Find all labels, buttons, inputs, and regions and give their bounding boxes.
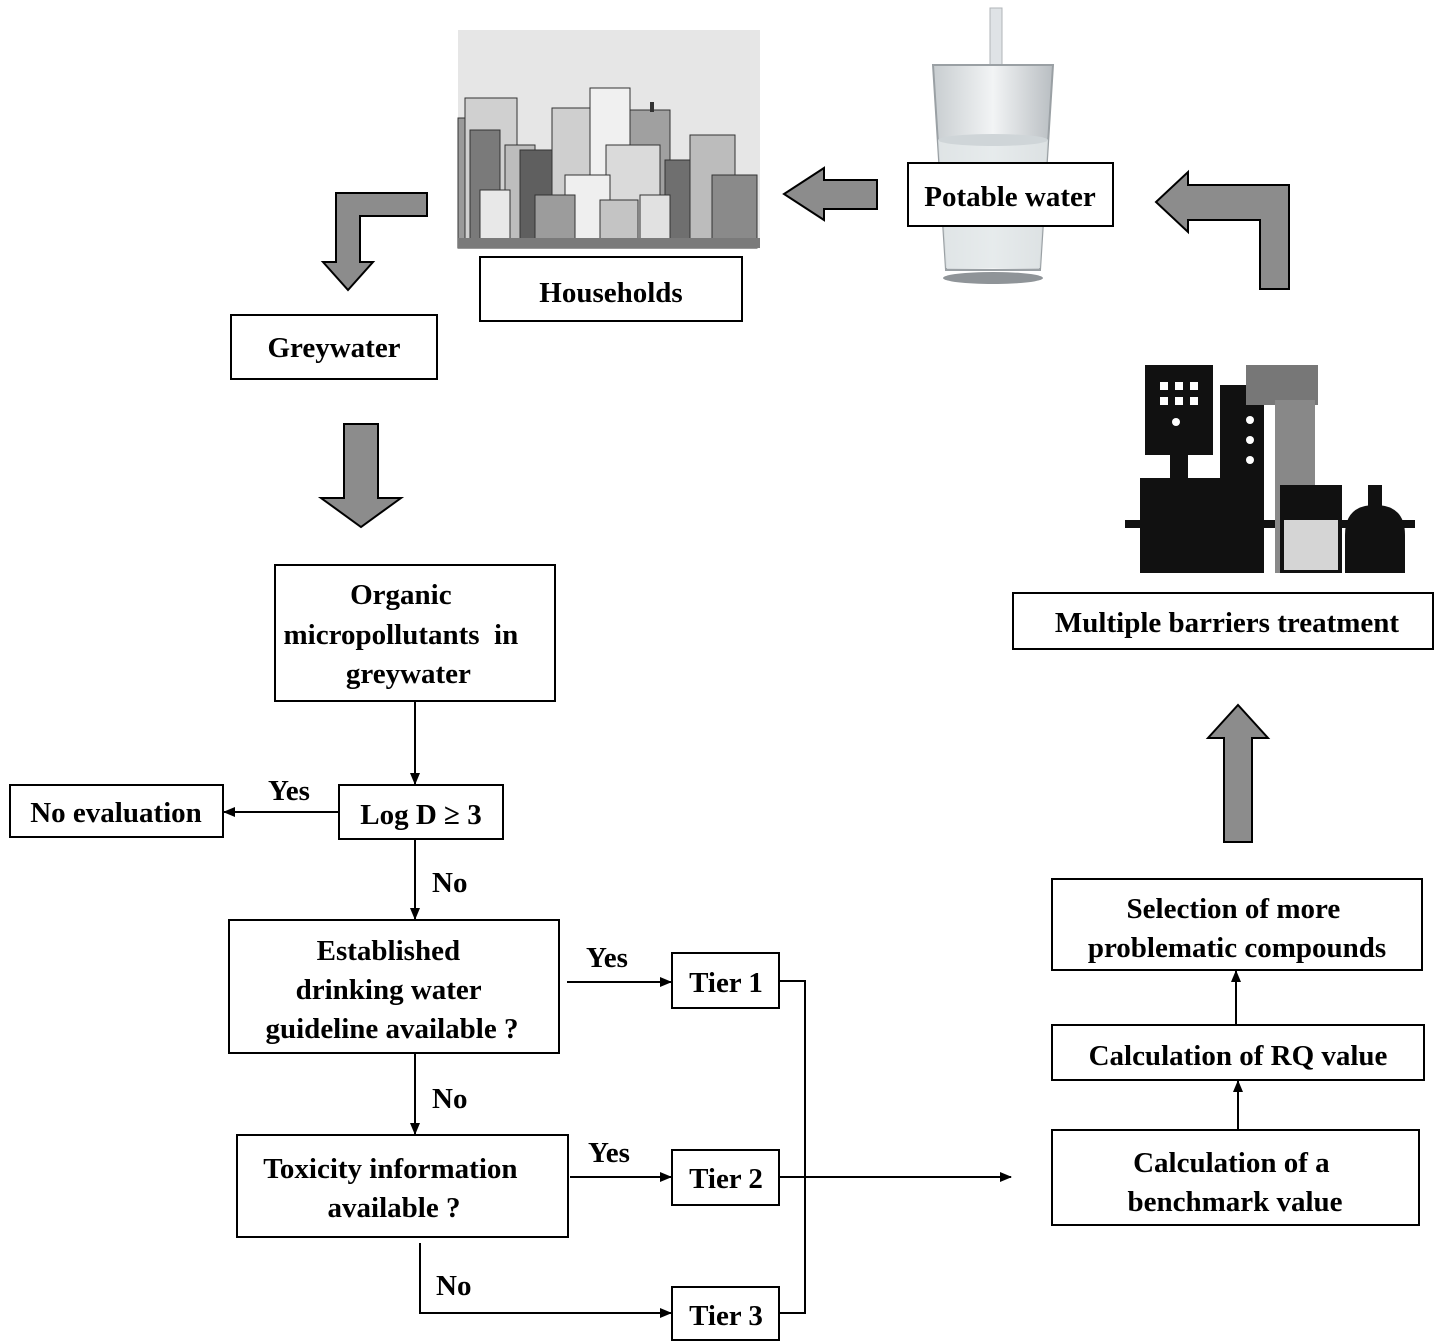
tier2-label: Tier 2 — [689, 1163, 763, 1195]
rq-value-box — [1051, 1024, 1425, 1081]
potable-water-box — [907, 162, 1114, 227]
potable-water-label: Potable water — [924, 181, 1096, 213]
benchmark-line-2: benchmark value — [1127, 1186, 1342, 1218]
rq-value-label: Calculation of RQ value — [1089, 1040, 1388, 1072]
greywater-down-arrow — [317, 423, 405, 529]
organic-micropollutants-label: Organic micropollutants in greywater — [284, 0, 555, 690]
households-to-greywater-arrow — [320, 192, 428, 292]
potable-to-households-arrow — [782, 166, 878, 222]
greywater-label: Greywater — [267, 332, 400, 364]
toxicity-info-box — [236, 1134, 569, 1238]
greywater-box — [230, 314, 438, 380]
benchmark-label: Calculation of a benchmark value — [1127, 1147, 1342, 1218]
tier1-box — [671, 952, 780, 1009]
tier1-label: Tier 1 — [689, 967, 763, 999]
toxicity-to-tier3-line — [419, 1243, 672, 1318]
glass-of-water-illustration — [931, 7, 1055, 284]
established-guideline-line-1: Established — [317, 935, 460, 967]
benchmark-box — [1051, 1129, 1420, 1226]
established-guideline-line-3: guideline available ? — [266, 1013, 519, 1045]
multiple-barriers-box — [1012, 592, 1434, 650]
tier3-box — [671, 1286, 780, 1341]
log-d-label: Log D ≥ 3 — [360, 799, 481, 831]
selection-line-2: problematic compounds — [1088, 932, 1386, 964]
tiers-bracket-line — [779, 980, 806, 1314]
toxicity-info-line-2: available ? — [328, 1192, 461, 1224]
organic-micropollutants-box — [274, 564, 556, 702]
selection-to-treatment-arrow — [1205, 703, 1271, 843]
organic-micropollutants-line-2: micropollutants in — [284, 619, 519, 651]
logd-no-label: No — [432, 867, 467, 899]
established-guideline-label: Established drinking water guideline ava… — [266, 935, 519, 1045]
households-box — [479, 256, 743, 322]
multiple-barriers-label: Multiple barriers treatment — [1055, 607, 1399, 639]
established-guideline-box — [228, 919, 560, 1054]
treatment-plant-illustration — [1125, 365, 1415, 573]
guideline-yes-label: Yes — [586, 942, 628, 974]
toxicity-yes-label: Yes — [588, 1137, 630, 1169]
established-guideline-line-2: drinking water — [296, 974, 482, 1006]
selection-line-1: Selection of more — [1127, 893, 1341, 925]
selection-label: Selection of more problematic compounds — [1088, 893, 1386, 964]
selection-box — [1051, 878, 1423, 971]
toxicity-info-label: Toxicity information available ? — [263, 1153, 525, 1224]
organic-micropollutants-line-1: Organic — [350, 579, 452, 611]
logd-yes-label: Yes — [268, 775, 310, 807]
city-buildings-illustration — [457, 30, 760, 249]
toxicity-no-label: No — [436, 1270, 471, 1302]
toxicity-info-line-1: Toxicity information — [263, 1153, 517, 1185]
tier3-label: Tier 3 — [689, 1300, 763, 1332]
log-d-box — [338, 784, 504, 840]
no-evaluation-box — [9, 784, 224, 838]
organic-micropollutants-line-3: greywater — [346, 658, 471, 690]
no-evaluation-label: No evaluation — [30, 797, 202, 829]
benchmark-line-1: Calculation of a — [1133, 1147, 1330, 1179]
guideline-no-label: No — [432, 1083, 467, 1115]
treatment-to-potable-arrow — [1154, 169, 1290, 290]
households-label: Households — [539, 277, 682, 309]
